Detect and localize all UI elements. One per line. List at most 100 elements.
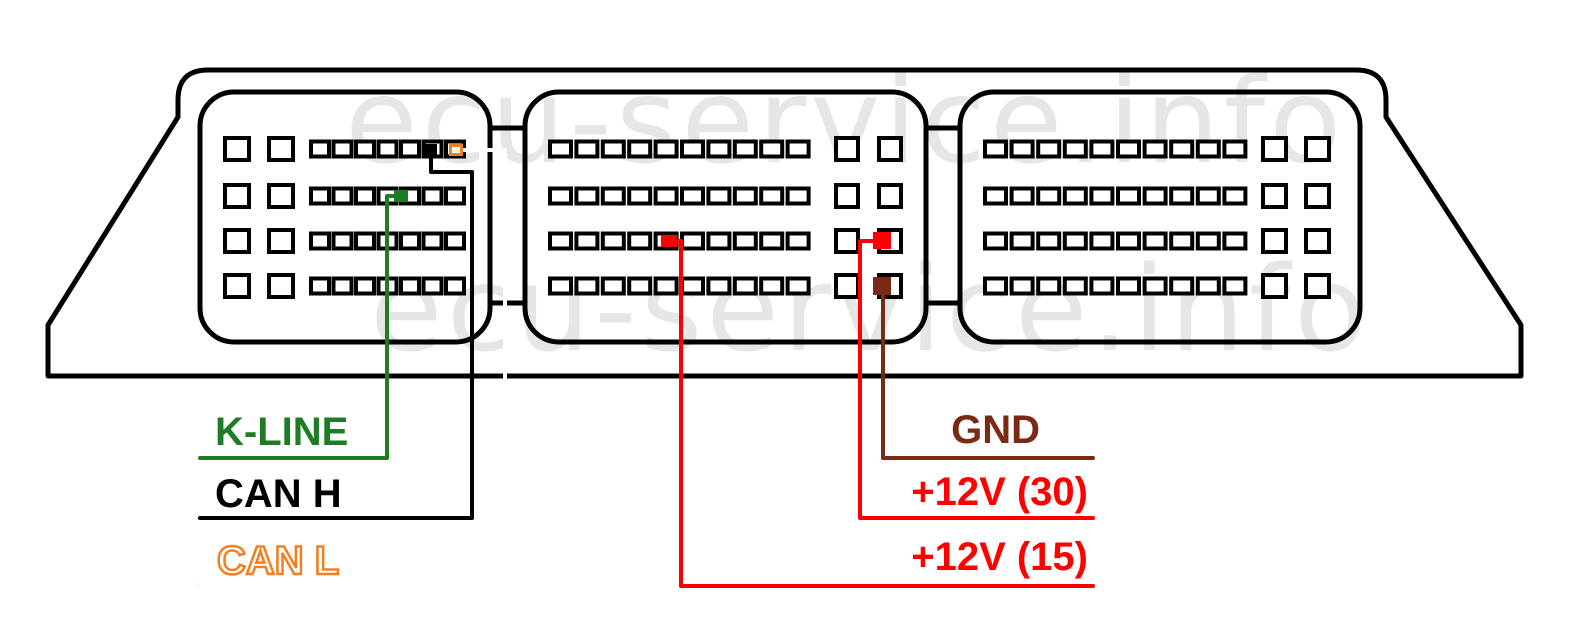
pin-grid — [223, 136, 1331, 299]
pin-right-r1-p12 — [1304, 136, 1331, 162]
connector-left-cage — [197, 89, 493, 345]
watermark-bottom: ecu-service.info — [370, 240, 1370, 378]
pin-middle-r3-p9 — [759, 231, 785, 251]
pin-middle-r4-p9 — [759, 276, 785, 296]
pin-middle-r2-p6 — [680, 186, 705, 206]
pin-right-r1-p5 — [1089, 139, 1115, 159]
pin-left-r2-p2 — [267, 183, 295, 209]
pin-right-r3-p3 — [1036, 231, 1062, 251]
pin-middle-r1-p11 — [834, 136, 860, 162]
ecu-housing — [45, 67, 1524, 379]
pin-middle-r2-p2 — [574, 186, 600, 206]
pin-middle-r3-p10 — [785, 231, 811, 251]
pin-left-r3-p9 — [444, 231, 466, 251]
pin-right-r3-p10 — [1222, 231, 1248, 251]
wire-can-l-inner — [198, 148, 507, 587]
wire-gnd — [881, 284, 1095, 460]
pin-middle-r2-p10 — [785, 186, 811, 206]
pin-middle-r3-p11 — [834, 228, 860, 254]
pin-right-r4-p10 — [1222, 276, 1248, 296]
pin-right-r3-p8 — [1169, 231, 1195, 251]
pin-middle-r4-p11 — [834, 273, 860, 299]
connector-middle-cage — [522, 89, 929, 345]
pin-right-r2-p10 — [1222, 186, 1248, 206]
label-can-l: CAN L — [217, 539, 339, 583]
pin-right-r4-p11 — [1261, 273, 1288, 299]
pin-right-r3-p11 — [1261, 228, 1288, 254]
pin-right-r4-p1 — [983, 276, 1008, 296]
pin-left-r2-p8 — [421, 186, 444, 206]
pin-middle-r2-p9 — [759, 186, 785, 206]
pin-middle-r1-p12 — [877, 136, 903, 162]
pin-left-r4-p8 — [421, 276, 444, 296]
pin-middle-r2-p5 — [653, 186, 679, 206]
pin-left-r3-p7 — [399, 231, 421, 251]
pin-right-r2-p11 — [1261, 183, 1288, 209]
pin-left-r3-p2 — [267, 228, 295, 254]
pin-right-r2-p7 — [1142, 186, 1168, 206]
watermark-top: ecu-service.info — [345, 52, 1345, 190]
pin-right-r4-p7 — [1142, 276, 1168, 296]
pin-left-r4-p4 — [331, 276, 354, 296]
pin-left-r1-p3 — [309, 139, 331, 159]
pin-right-r2-p9 — [1195, 186, 1221, 206]
pin-right-r4-p3 — [1036, 276, 1062, 296]
pin-middle-r2-p12 — [877, 183, 903, 209]
pin-right-r3-p12 — [1304, 228, 1331, 254]
pin-middle-r4-p10 — [785, 276, 811, 296]
label-gnd: GND — [951, 408, 1040, 452]
pin-middle-r1-p1 — [548, 139, 573, 159]
pin-right-r4-p2 — [1009, 276, 1035, 296]
pin-right-r1-p8 — [1169, 139, 1195, 159]
pin-right-r1-p11 — [1261, 136, 1288, 162]
pin-fill-12v-30 — [873, 232, 891, 249]
pin-middle-r2-p11 — [834, 183, 860, 209]
pin-left-r2-p3 — [309, 186, 331, 206]
pin-right-r2-p8 — [1169, 186, 1195, 206]
pin-fill-can-h — [425, 144, 437, 155]
pin-left-r4-p5 — [354, 276, 376, 296]
pin-right-r1-p6 — [1116, 139, 1141, 159]
pin-middle-r4-p7 — [706, 276, 732, 296]
pin-fill-gnd — [873, 277, 891, 295]
pin-middle-r3-p2 — [574, 231, 600, 251]
pin-middle-r2-p4 — [627, 186, 653, 206]
pin-right-r4-p8 — [1169, 276, 1195, 296]
pin-middle-r2-p3 — [600, 186, 626, 206]
pin-left-r3-p3 — [309, 231, 331, 251]
pin-right-r3-p5 — [1089, 231, 1115, 251]
pin-middle-r3-p7 — [706, 231, 732, 251]
pin-left-r3-p1 — [223, 228, 251, 254]
pin-middle-r1-p5 — [653, 139, 679, 159]
pin-left-r2-p5 — [354, 186, 376, 206]
connector-right-cage — [957, 89, 1363, 345]
pin-right-r2-p3 — [1036, 186, 1062, 206]
pin-right-r4-p6 — [1116, 276, 1141, 296]
pin-right-r3-p2 — [1009, 231, 1035, 251]
wire-12v-30 — [858, 239, 1095, 520]
pin-left-r2-p9 — [444, 186, 466, 206]
pin-right-r1-p9 — [1195, 139, 1221, 159]
cage-bridges — [490, 125, 960, 306]
pin-left-r3-p4 — [331, 231, 354, 251]
pin-fill-12v-15 — [661, 235, 677, 247]
pin-middle-r3-p4 — [627, 231, 653, 251]
label-can-h: CAN H — [215, 472, 342, 516]
pin-left-r1-p1 — [223, 136, 251, 162]
pin-fill-can-l-inner — [452, 147, 460, 153]
pin-left-r1-p6 — [376, 139, 399, 159]
pin-right-r1-p1 — [983, 139, 1008, 159]
pin-middle-r1-p6 — [680, 139, 705, 159]
pin-left-r4-p2 — [267, 273, 295, 299]
pin-right-r3-p9 — [1195, 231, 1221, 251]
pin-middle-r3-p1 — [548, 231, 573, 251]
pin-middle-r1-p7 — [706, 139, 732, 159]
pin-middle-r1-p3 — [600, 139, 626, 159]
pin-right-r3-p1 — [983, 231, 1008, 251]
pin-left-r1-p2 — [267, 136, 295, 162]
pin-left-r3-p8 — [421, 231, 444, 251]
pin-right-r2-p1 — [983, 186, 1008, 206]
pin-right-r2-p2 — [1009, 186, 1035, 206]
pin-middle-r4-p2 — [574, 276, 600, 296]
